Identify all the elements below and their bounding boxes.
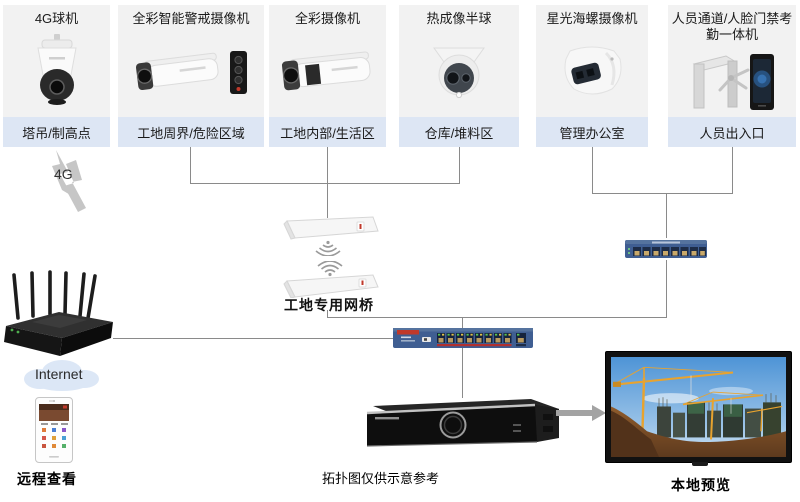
connector-line — [666, 260, 667, 317]
device-location: 工地内部/生活区 — [269, 117, 386, 147]
turnstile-and-face-terminal-icon — [668, 46, 796, 118]
disclaimer-caption: 拓扑图仅供示意参考 — [322, 471, 440, 486]
internet-cloud-icon: Internet — [18, 357, 104, 393]
nvr-icon — [365, 396, 561, 448]
flow-arrow-icon — [556, 405, 606, 421]
ptz-dome-camera-icon — [3, 29, 110, 117]
wifi-signal-up-icon — [314, 260, 346, 277]
connector-line — [462, 317, 463, 328]
monitor-stand — [692, 462, 708, 466]
connector-line — [732, 147, 733, 193]
connector-line — [327, 317, 667, 318]
connector-line — [113, 338, 394, 339]
turret-camera-icon — [536, 29, 648, 117]
device-card-4g-ptz: 4G球机 塔吊/制高点 — [3, 5, 110, 147]
ethernet-switch-icon — [624, 236, 708, 261]
device-card-warning-bullet: 全彩智能警戒摄像机 工地周界/危险区域 — [118, 5, 264, 147]
bullet-camera-icon — [118, 29, 264, 117]
device-location: 管理办公室 — [536, 117, 648, 147]
device-title: 4G球机 — [34, 11, 79, 26]
device-card-fullcolor-bullet: 全彩摄像机 工地内部/生活区 — [269, 5, 386, 147]
connector-line — [592, 193, 733, 194]
poe-switch-icon — [393, 327, 533, 349]
connector-line — [327, 147, 328, 183]
thermal-turret-camera-icon — [399, 29, 519, 117]
internet-label: Internet — [35, 366, 83, 382]
connector-line — [327, 310, 328, 317]
device-title: 星光海螺摄像机 — [546, 11, 638, 26]
connector-line — [327, 183, 328, 218]
connector-line — [190, 147, 191, 183]
device-location: 塔吊/制高点 — [3, 117, 110, 147]
device-title: 人员通道/人脸门禁考勤一体机 — [671, 11, 793, 43]
local-preview-caption: 本地预览 — [671, 477, 731, 493]
bullet-camera-icon — [269, 29, 386, 117]
device-location: 工地周界/危险区域 — [118, 117, 264, 147]
connector-line — [190, 183, 460, 184]
smartphone-icon — [35, 397, 73, 463]
device-title: 全彩智能警戒摄像机 — [132, 11, 250, 26]
device-card-thermal-turret: 热成像半球 仓库/堆料区 — [399, 5, 519, 147]
remote-view-caption: 远程查看 — [17, 471, 77, 487]
monitor-icon — [605, 351, 792, 463]
lightning-4g-icon: 4G — [42, 150, 98, 214]
wireless-bridge-icon — [281, 273, 383, 299]
router-icon — [2, 270, 115, 363]
connector-line — [666, 193, 667, 238]
device-location: 人员出入口 — [668, 117, 796, 147]
wireless-4g-label: 4G — [54, 166, 73, 182]
wifi-signal-down-icon — [312, 240, 344, 257]
connector-line — [462, 348, 463, 398]
device-title: 全彩摄像机 — [294, 11, 360, 26]
connector-line — [459, 147, 460, 183]
device-location: 仓库/堆料区 — [399, 117, 519, 147]
device-card-starlight-turret: 星光海螺摄像机 管理办公室 — [536, 5, 648, 147]
connector-line — [592, 147, 593, 193]
device-card-access-control: 人员通道/人脸门禁考勤一体机 人员出入口 — [668, 5, 796, 147]
device-title: 热成像半球 — [426, 11, 492, 26]
bridge-label: 工地专用网桥 — [284, 297, 374, 313]
wireless-bridge-icon — [281, 216, 383, 241]
